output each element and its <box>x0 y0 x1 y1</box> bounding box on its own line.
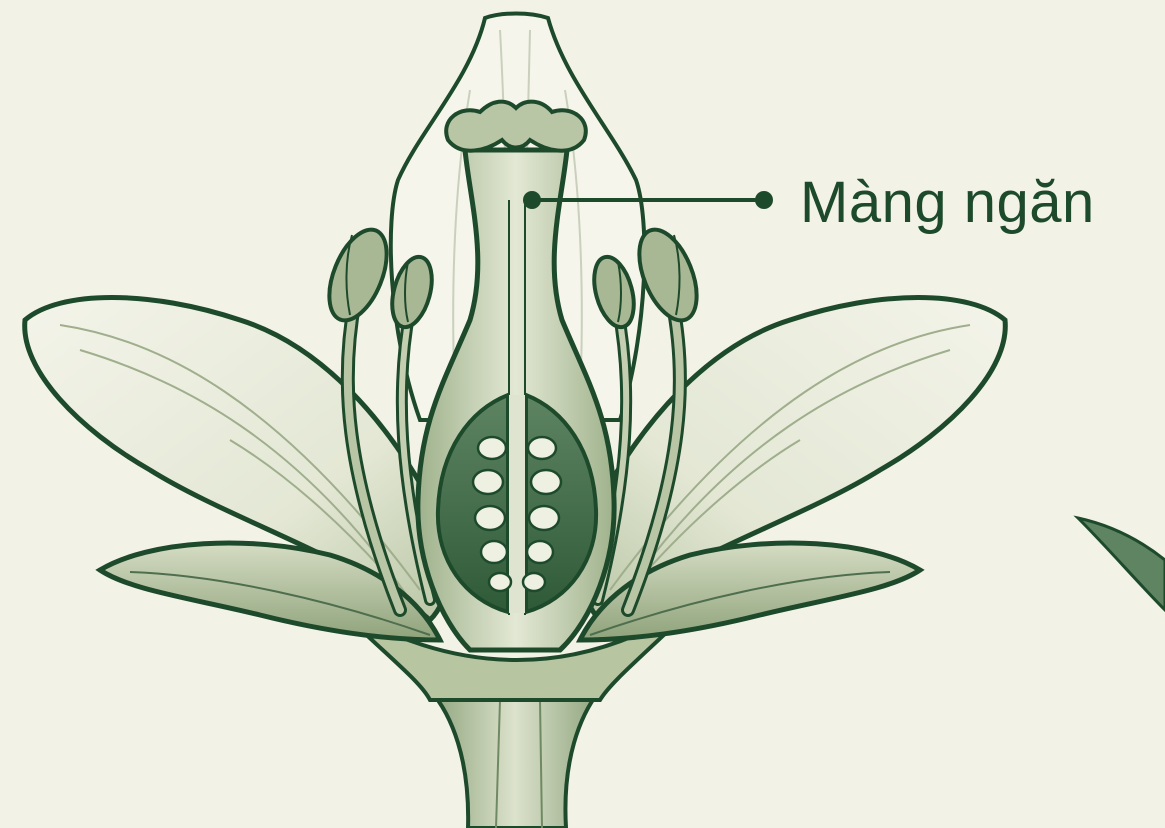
stem <box>430 690 600 828</box>
anther-left-outer <box>318 222 398 329</box>
callout-dot-start <box>523 191 541 209</box>
callout-label-septum: Màng ngăn <box>800 168 1095 238</box>
callout-dot-end <box>755 191 773 209</box>
side-leaf <box>1078 518 1165 610</box>
stigma <box>446 102 586 151</box>
